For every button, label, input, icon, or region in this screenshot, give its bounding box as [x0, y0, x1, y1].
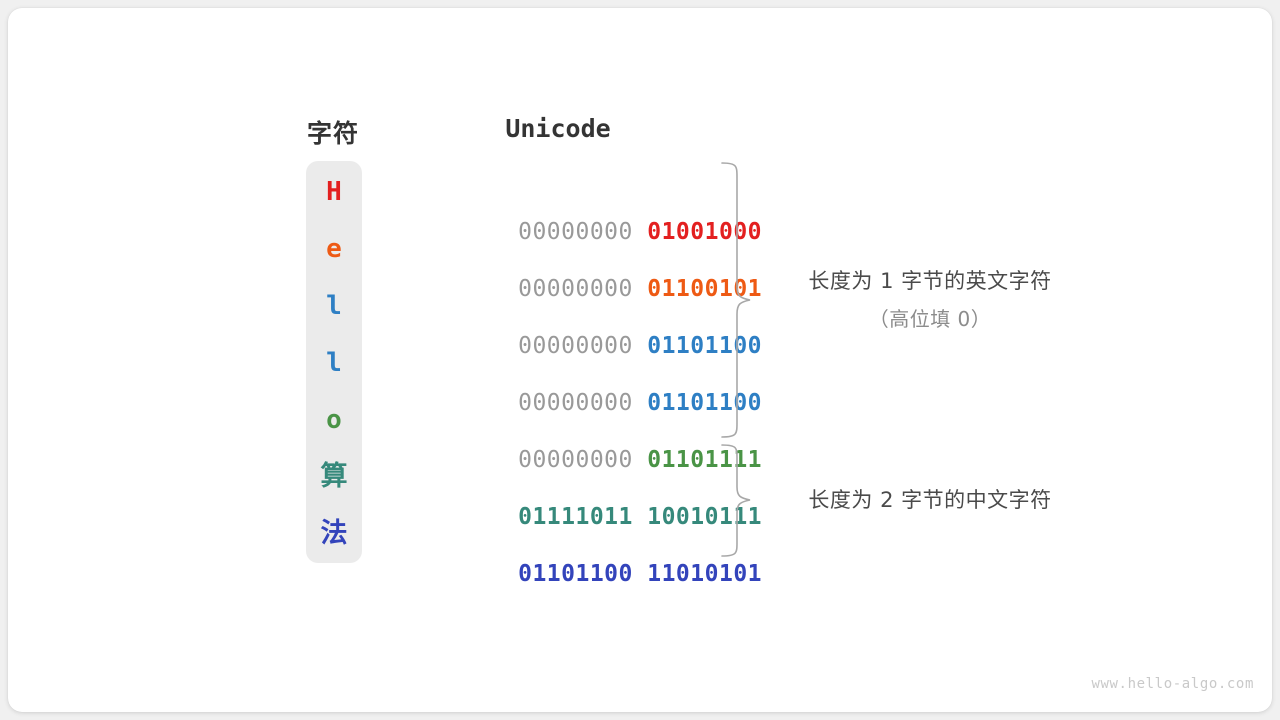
diagram-card: 字符 Unicode H e l l o 算 法 00000000 010010… [8, 8, 1272, 712]
unicode-low-byte-0: 01001000 [647, 219, 763, 245]
character-cell-4: o [326, 405, 342, 435]
diagram-stage: 字符 Unicode H e l l o 算 法 00000000 010010… [8, 8, 1272, 712]
character-column-background [306, 161, 362, 563]
unicode-row-4: 00000000 01101111 [432, 400, 761, 473]
unicode-low-byte-4: 01101111 [647, 447, 763, 473]
unicode-row-1: 00000000 01100101 [432, 229, 761, 302]
unicode-low-byte-5: 10010111 [647, 504, 763, 530]
bits-separator-6 [633, 561, 647, 587]
unicode-high-byte-3: 00000000 [518, 390, 633, 416]
unicode-row-2: 00000000 01101100 [432, 286, 761, 359]
unicode-low-byte-3: 01101100 [647, 390, 763, 416]
annotation-ascii-sub: （高位填 0） [868, 307, 992, 331]
brace-cjk-group [721, 444, 751, 557]
unicode-high-byte-6: 01101100 [518, 561, 633, 587]
unicode-row-5: 01111011 10010111 [432, 457, 761, 530]
character-cell-6: 法 [320, 518, 348, 549]
brace-ascii-group [721, 162, 751, 438]
unicode-row-6: 01101100 11010101 [432, 514, 761, 587]
column-header-character: 字符 [306, 120, 359, 148]
character-cell-1: e [326, 234, 342, 264]
character-cell-2: l [326, 291, 342, 321]
unicode-low-byte-6: 11010101 [647, 561, 763, 587]
unicode-row-0: 00000000 01001000 [432, 172, 761, 245]
character-cell-3: l [326, 348, 342, 378]
unicode-high-byte-4: 00000000 [518, 447, 633, 473]
unicode-low-byte-2: 01101100 [647, 333, 763, 359]
unicode-high-byte-0: 00000000 [518, 219, 633, 245]
character-cell-0: H [326, 177, 342, 207]
unicode-high-byte-5: 01111011 [518, 504, 633, 530]
unicode-high-byte-1: 00000000 [518, 276, 633, 302]
annotation-ascii-main: 长度为 1 字节的英文字符 [808, 269, 1052, 293]
character-cell-5: 算 [320, 461, 348, 492]
column-header-unicode: Unicode [505, 114, 611, 143]
unicode-high-byte-2: 00000000 [518, 333, 633, 359]
annotation-cjk-main: 长度为 2 字节的中文字符 [808, 488, 1052, 512]
unicode-row-3: 00000000 01101100 [432, 343, 761, 416]
watermark-url: www.hello-algo.com [1091, 676, 1254, 692]
